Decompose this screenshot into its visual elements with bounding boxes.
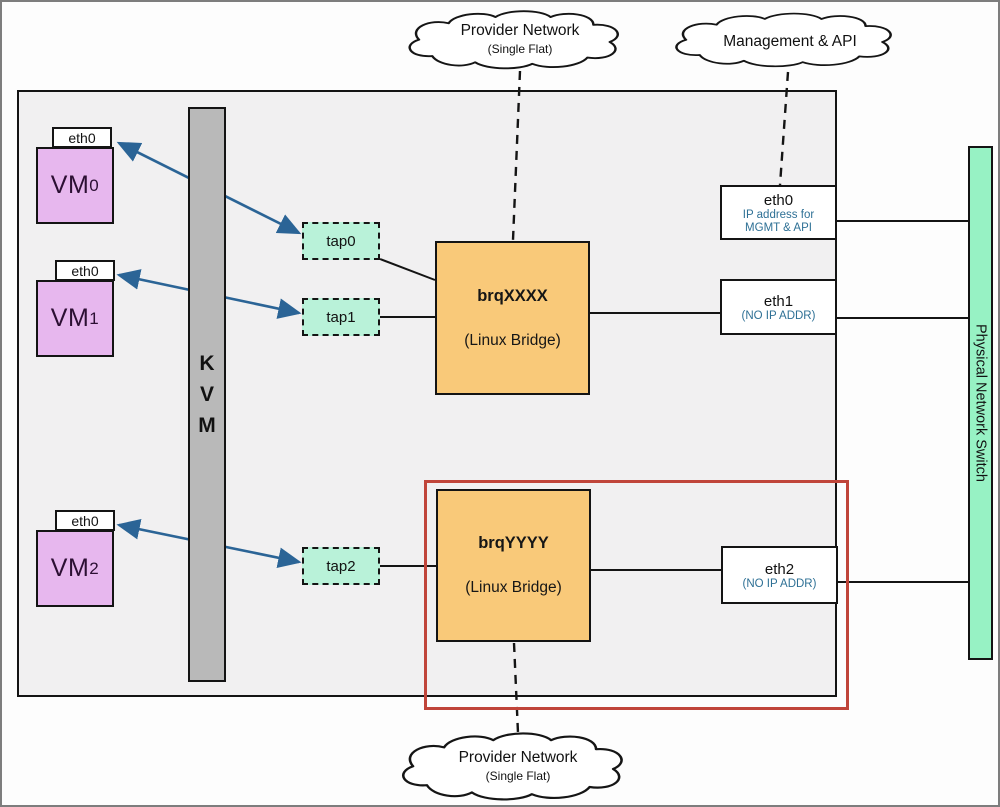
cloud-subtitle: (Single Flat)	[487, 42, 553, 56]
vm2-eth0-label: eth0	[55, 510, 115, 531]
vm-name: VM	[50, 171, 90, 199]
nic-label: eth0	[71, 512, 99, 529]
nic-name: eth0	[763, 191, 794, 209]
physical-network-switch-bar: Physical Network Switch	[968, 146, 993, 660]
bridge-name: brqYYYY	[478, 534, 549, 552]
brqxxxx-bridge-box: brqXXXX (Linux Bridge)	[435, 241, 590, 395]
vm-name: VM	[50, 554, 90, 582]
nic-label: eth0	[71, 262, 99, 279]
highlight-outline	[424, 480, 849, 710]
nic-label: eth0	[68, 129, 96, 146]
bridge-type: (Linux Bridge)	[464, 331, 561, 349]
cloud-title: Provider Network	[458, 749, 578, 766]
tap1-box: tap1	[302, 298, 380, 336]
bridge-type: (Linux Bridge)	[465, 579, 562, 596]
cloud-subtitle: (Single Flat)	[485, 769, 551, 783]
cloud-label-provider-bottom: Provider Network (Single Flat)	[408, 749, 628, 783]
nic-name: eth2	[764, 560, 795, 578]
cloud-title: Management & API	[723, 33, 857, 50]
tap-label: tap0	[326, 232, 356, 250]
cloud-title: Provider Network	[460, 22, 580, 39]
tap2-box: tap2	[302, 547, 380, 585]
host-eth0-box: eth0 IP address for MGMT & API	[720, 185, 837, 240]
kvm-letter: K	[199, 351, 215, 375]
tap-label: tap1	[326, 308, 356, 326]
tap0-box: tap0	[302, 222, 380, 260]
brqyyyy-bridge-box: brqYYYY (Linux Bridge)	[436, 489, 591, 642]
vm-name: VM	[50, 304, 90, 332]
bridge-name: brqXXXX	[477, 286, 548, 305]
cloud-label-management: Management & API	[678, 33, 902, 51]
nic-note: (NO IP ADDR)	[742, 577, 817, 590]
tap-label: tap2	[326, 557, 356, 575]
kvm-letter: M	[198, 413, 216, 437]
nic-note: IP address for MGMT & API	[742, 208, 815, 234]
nic-note: (NO IP ADDR)	[741, 309, 816, 322]
host-eth1-box: eth1 (NO IP ADDR)	[720, 279, 837, 335]
host-eth2-box: eth2 (NO IP ADDR)	[721, 546, 838, 604]
switch-label: Physical Network Switch	[972, 324, 989, 482]
cloud-label-provider-top: Provider Network (Single Flat)	[410, 22, 630, 56]
vm0-eth0-label: eth0	[52, 127, 112, 148]
kvm-hypervisor-bar: K V M	[188, 107, 226, 682]
kvm-letter: V	[199, 382, 214, 406]
vm1-eth0-label: eth0	[55, 260, 115, 281]
nic-name: eth1	[763, 292, 794, 310]
